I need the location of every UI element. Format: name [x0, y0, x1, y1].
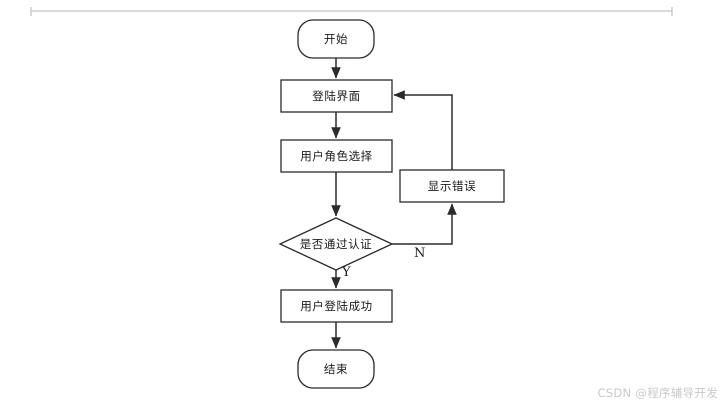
- edge-auth-no-to-error: [392, 203, 457, 245]
- node-shape-role: [280, 139, 393, 173]
- branch-label-yes: Y: [342, 265, 351, 280]
- branch-label-no: N: [414, 246, 426, 261]
- node-shape-error: [399, 169, 505, 203]
- node-shape-login: [280, 79, 393, 113]
- watermark-text: CSDN @程序辅导开发: [597, 386, 718, 400]
- edge-error-to-login: [393, 90, 453, 170]
- node-shape-end: [297, 349, 375, 389]
- node-shape-start: [297, 19, 375, 59]
- page-top-rule: [30, 7, 673, 16]
- node-shape-auth: [278, 217, 394, 271]
- node-shape-success: [280, 289, 393, 323]
